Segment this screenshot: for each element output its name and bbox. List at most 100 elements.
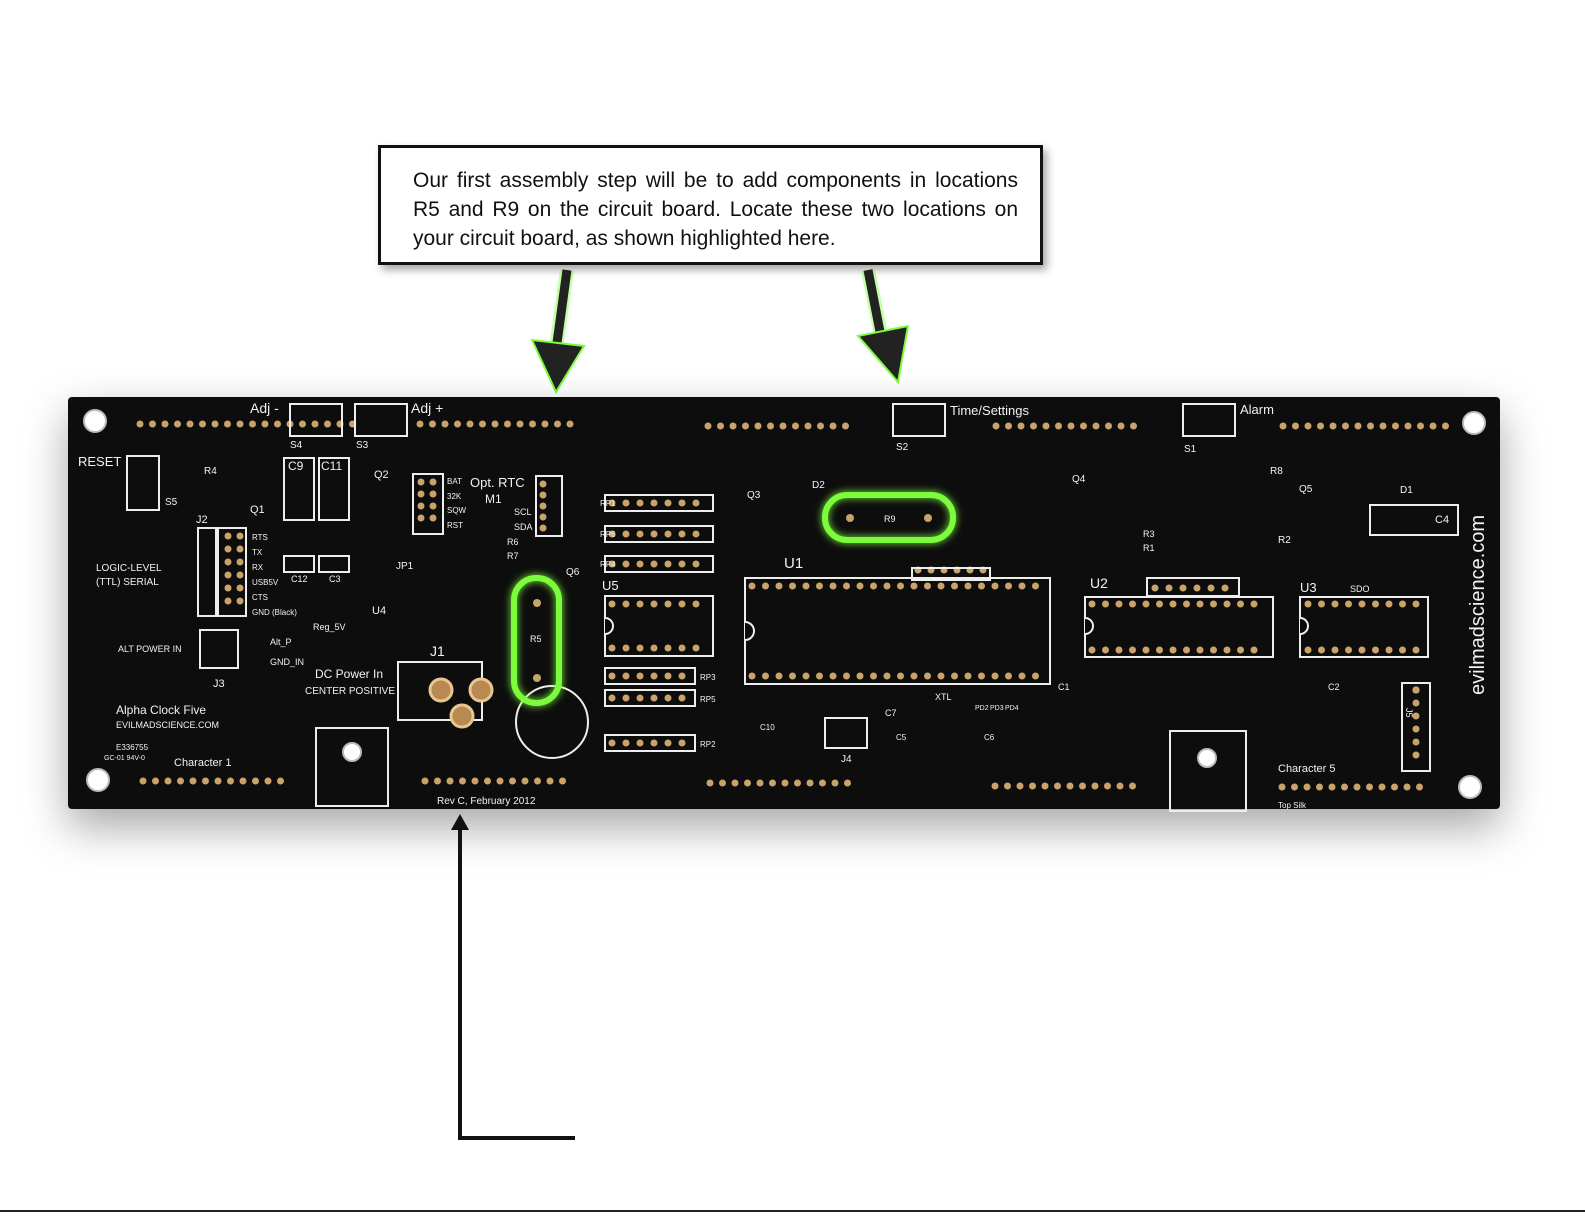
label-q1: Q1 <box>250 504 265 516</box>
pin-pad <box>897 672 904 680</box>
pin-pad <box>1385 646 1393 654</box>
pin-pad <box>636 739 644 747</box>
header-pins <box>136 420 1449 791</box>
pin-pad <box>1392 422 1399 430</box>
pin-pad <box>236 558 244 566</box>
pin-pad <box>769 779 776 787</box>
pin-pad <box>767 422 774 430</box>
label-s5: S5 <box>165 497 178 508</box>
label-logic-level: LOGIC-LEVEL <box>96 563 162 574</box>
pin-pad <box>608 694 616 702</box>
pin-pad <box>149 420 156 428</box>
pin-pad <box>1317 422 1324 430</box>
label-pd2: PD2 <box>975 705 989 712</box>
pin-pad <box>227 777 234 785</box>
pin-pad <box>1129 782 1136 790</box>
pin-pad <box>1117 422 1125 430</box>
pin-pad <box>1318 600 1325 608</box>
pin-pad <box>1366 783 1373 791</box>
label-d2: D2 <box>812 480 825 491</box>
pin-pad <box>239 777 247 785</box>
label-pd4: PD4 <box>1005 705 1019 712</box>
pin-pad <box>1358 646 1366 654</box>
pin-pad <box>1067 422 1075 430</box>
pin-pad <box>417 478 425 486</box>
label-adj-plus: Adj + <box>411 400 443 416</box>
pin-pad <box>1004 782 1011 790</box>
pin-pad <box>650 694 658 702</box>
pin-pad <box>1318 646 1325 654</box>
pin-pad <box>678 600 686 608</box>
pin-pad <box>546 777 554 785</box>
pin-pad <box>831 779 839 787</box>
pin-pad <box>541 420 549 428</box>
pin-pad <box>678 672 686 680</box>
pin-pad <box>471 777 479 785</box>
label-s4: S4 <box>290 440 303 451</box>
pin-pad <box>324 420 331 428</box>
pin-pad <box>459 777 466 785</box>
pin-pad <box>1054 782 1061 790</box>
pin-pad <box>704 422 712 430</box>
label-r8: R8 <box>1270 466 1283 477</box>
pin-pad <box>236 545 244 553</box>
pin-pad <box>417 514 425 522</box>
label-u4: U4 <box>372 605 386 617</box>
label-xtl: XTL <box>935 692 952 702</box>
pin-pad <box>416 420 424 428</box>
label-sda: SDA <box>514 522 533 532</box>
label-cert: E336755 <box>116 743 149 752</box>
pin-pad <box>937 672 945 680</box>
label-r4: R4 <box>204 466 217 477</box>
page-bottom-rule <box>0 1210 1585 1212</box>
label-dc-power-in: DC Power In <box>315 667 383 681</box>
pin-pad <box>1042 422 1050 430</box>
pin-pad <box>883 672 891 680</box>
pin-pad <box>802 672 810 680</box>
pin-pad <box>1156 646 1163 654</box>
pin-pad <box>924 672 931 680</box>
pin-pad <box>1055 422 1062 430</box>
label-alarm: Alarm <box>1240 402 1274 417</box>
label-j1: J1 <box>430 643 445 659</box>
pin-pad <box>692 530 700 538</box>
label-site: evilmadscience.com <box>1467 515 1489 695</box>
pin-pad <box>484 777 491 785</box>
pin-pad <box>224 545 232 553</box>
pin-pad <box>608 644 616 652</box>
pin-pad <box>139 777 147 785</box>
pin-pad <box>964 672 972 680</box>
pin-pad <box>1442 422 1449 430</box>
pin-pad <box>429 502 437 510</box>
pin-pad <box>1142 646 1150 654</box>
pin-pad <box>622 530 630 538</box>
pin-pad <box>608 600 616 608</box>
pin-pad <box>539 513 547 521</box>
pin-pad <box>236 584 244 592</box>
pin-pad <box>664 530 672 538</box>
label-rp2: RP2 <box>700 740 716 749</box>
label-r7: R7 <box>507 551 519 561</box>
pin-pad <box>1391 783 1398 791</box>
pin-pad <box>224 571 232 579</box>
label-rp6: RP6 <box>600 530 616 539</box>
label-j3: J3 <box>213 678 225 690</box>
pin-pad <box>1342 422 1349 430</box>
pin-pad <box>186 420 194 428</box>
pin-pad <box>274 420 281 428</box>
pin-pad <box>608 739 616 747</box>
label-c5: C5 <box>896 733 907 742</box>
pin-pad <box>991 582 999 590</box>
pin-pad <box>1429 422 1437 430</box>
pin-pad <box>789 672 796 680</box>
pin-pad <box>164 777 172 785</box>
label-alt-p: Alt_P <box>270 637 292 647</box>
pin-pad <box>479 420 486 428</box>
pin-pad <box>608 672 616 680</box>
pin-pad <box>1156 600 1163 608</box>
pin-pad <box>1358 600 1366 608</box>
pin-pad <box>1331 646 1339 654</box>
pin-pad <box>731 779 739 787</box>
pin-pad <box>775 582 783 590</box>
